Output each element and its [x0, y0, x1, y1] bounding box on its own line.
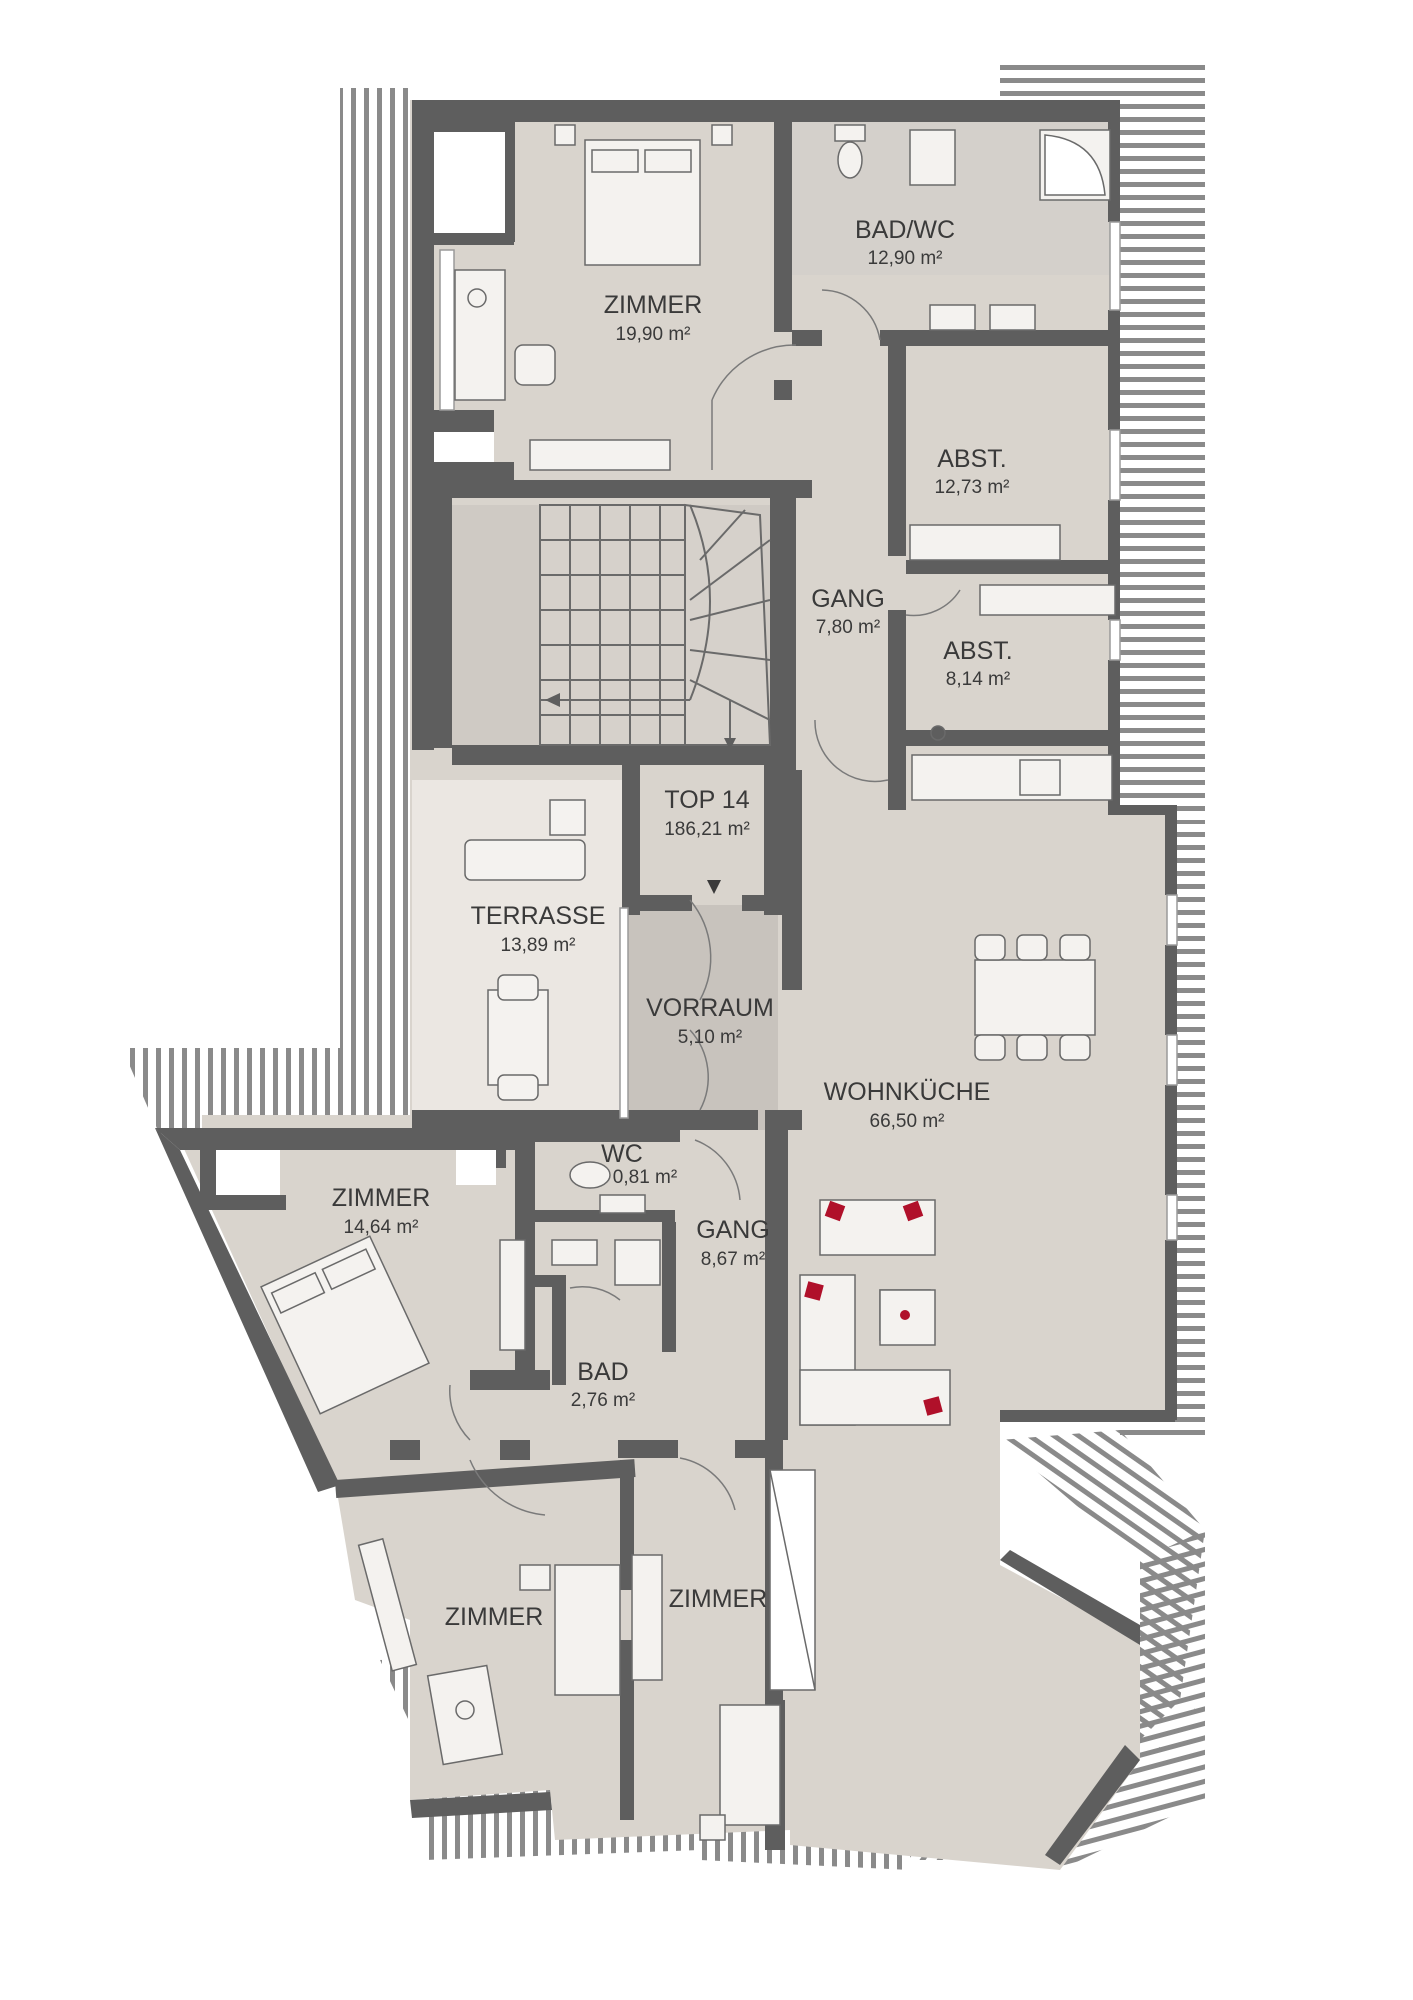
room-name-vorraum: VORRAUM [646, 994, 774, 1022]
room-area-terrasse: 13,89 m² [501, 935, 576, 956]
room-name-bad: BAD [577, 1358, 628, 1386]
staircase [539, 503, 772, 750]
room-name-zimmer-3: ZIMMER [445, 1603, 544, 1631]
sofa-pillows [804, 1200, 943, 1416]
room-area-zimmer-1: 19,90 m² [616, 324, 691, 345]
room-name-top: TOP 14 [664, 786, 749, 814]
room-area-gang-2: 8,67 m² [701, 1249, 765, 1270]
windows [439, 221, 1178, 1241]
room-name-wohnkueche: WOHNKÜCHE [824, 1078, 991, 1106]
room-name-abst-2: ABST. [943, 637, 1012, 665]
doors [449, 289, 961, 1516]
room-name-zimmer-4: ZIMMER [669, 1585, 768, 1613]
room-area-gang-1: 7,80 m² [816, 617, 880, 638]
room-name-terrasse: TERRASSE [471, 902, 606, 930]
room-area-wc: 0,81 m² [613, 1167, 677, 1188]
room-name-zimmer-1: ZIMMER [604, 291, 703, 319]
entrance-arrow-icon [707, 880, 721, 894]
room-area-top: 186,21 m² [664, 819, 750, 840]
room-area-wohnkueche: 66,50 m² [870, 1111, 945, 1132]
room-area-vorraum: 5,10 m² [678, 1027, 742, 1048]
room-name-gang-2: GANG [696, 1216, 770, 1244]
room-name-abst-1: ABST. [937, 445, 1006, 473]
room-area-zimmer-2: 14,64 m² [344, 1217, 419, 1238]
room-name-wc: WC [601, 1140, 643, 1168]
room-name-zimmer-2: ZIMMER [332, 1184, 431, 1212]
room-area-abst-2: 8,14 m² [946, 669, 1010, 690]
room-name-gang-1: GANG [811, 585, 885, 613]
furniture [260, 124, 1116, 1841]
room-labels: ZIMMER 19,90 m² BAD/WC 12,90 m² ABST. 12… [332, 216, 1013, 1631]
room-area-bad-wc: 12,90 m² [868, 248, 943, 269]
room-area-bad: 2,76 m² [571, 1390, 635, 1411]
room-area-abst-1: 12,73 m² [935, 477, 1010, 498]
room-name-bad-wc: BAD/WC [855, 216, 955, 244]
